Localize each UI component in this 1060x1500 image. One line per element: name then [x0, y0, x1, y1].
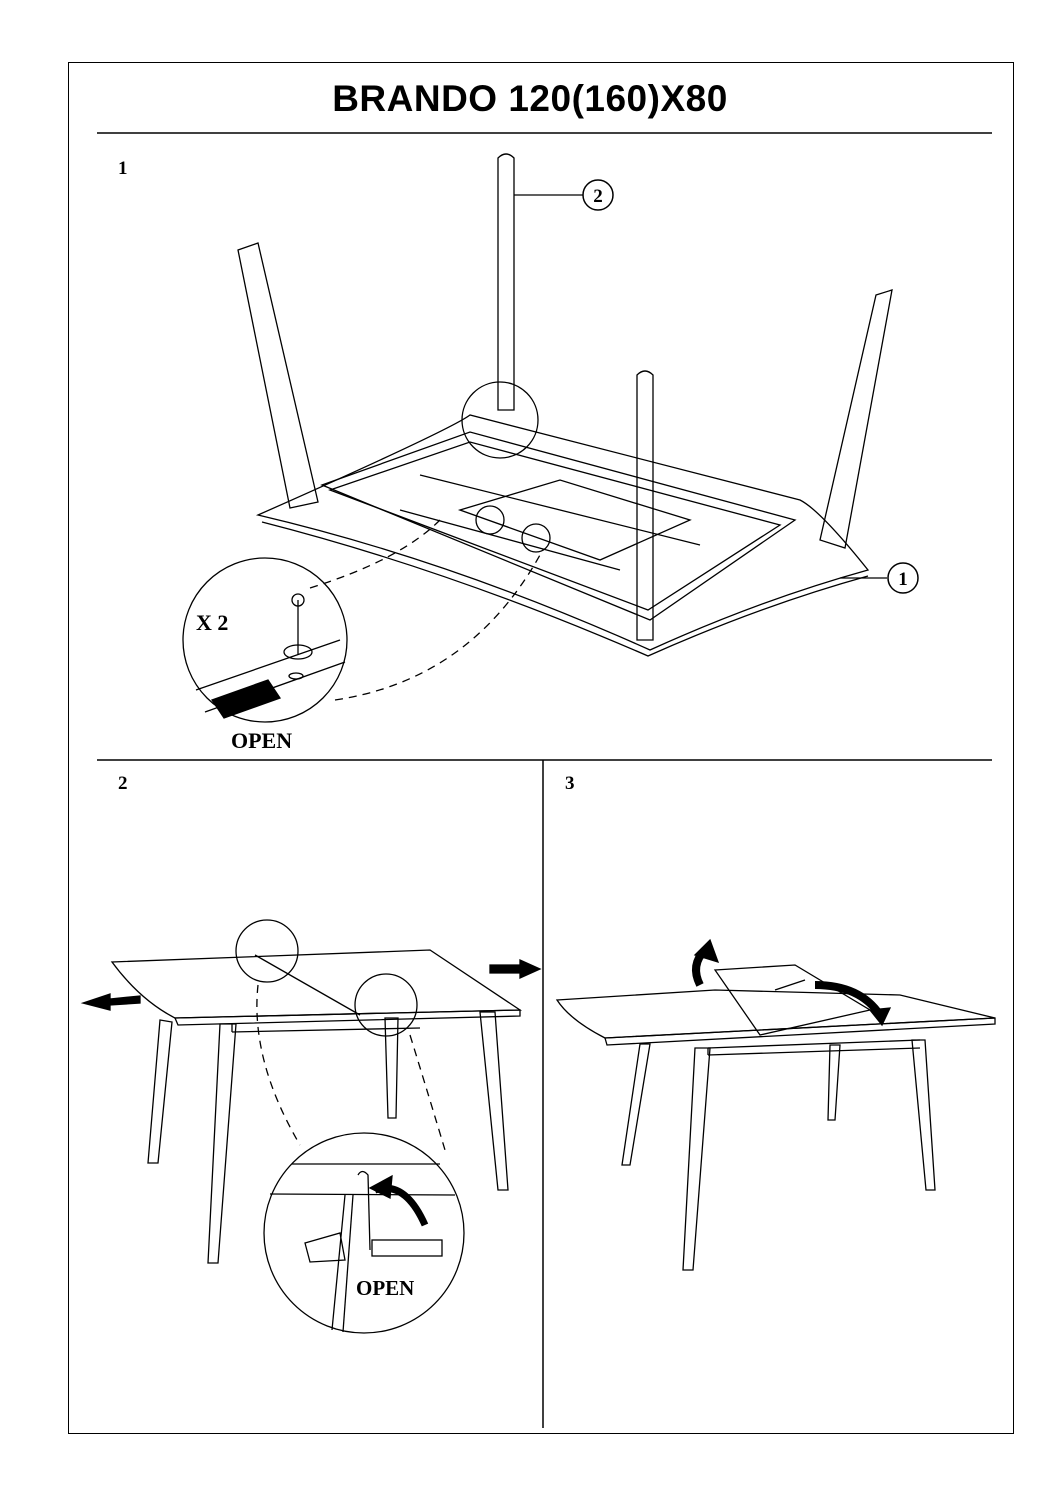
step-1-quantity: X 2 — [196, 610, 229, 635]
page-title: BRANDO 120(160)X80 — [332, 78, 728, 119]
step2-table-drawing — [80, 919, 542, 1334]
step-2-open-label: OPEN — [356, 1276, 415, 1300]
step3-table-drawing — [555, 938, 996, 1271]
step1-table-drawing — [182, 153, 919, 723]
part-callout-2: 2 — [593, 186, 603, 207]
step-1-number: 1 — [118, 158, 128, 179]
page-frame — [68, 62, 1014, 1434]
step-1-open-label: OPEN — [231, 728, 293, 753]
part-callout-1: 1 — [898, 569, 908, 590]
step-3-number: 3 — [565, 773, 575, 794]
step-2-number: 2 — [118, 773, 128, 794]
